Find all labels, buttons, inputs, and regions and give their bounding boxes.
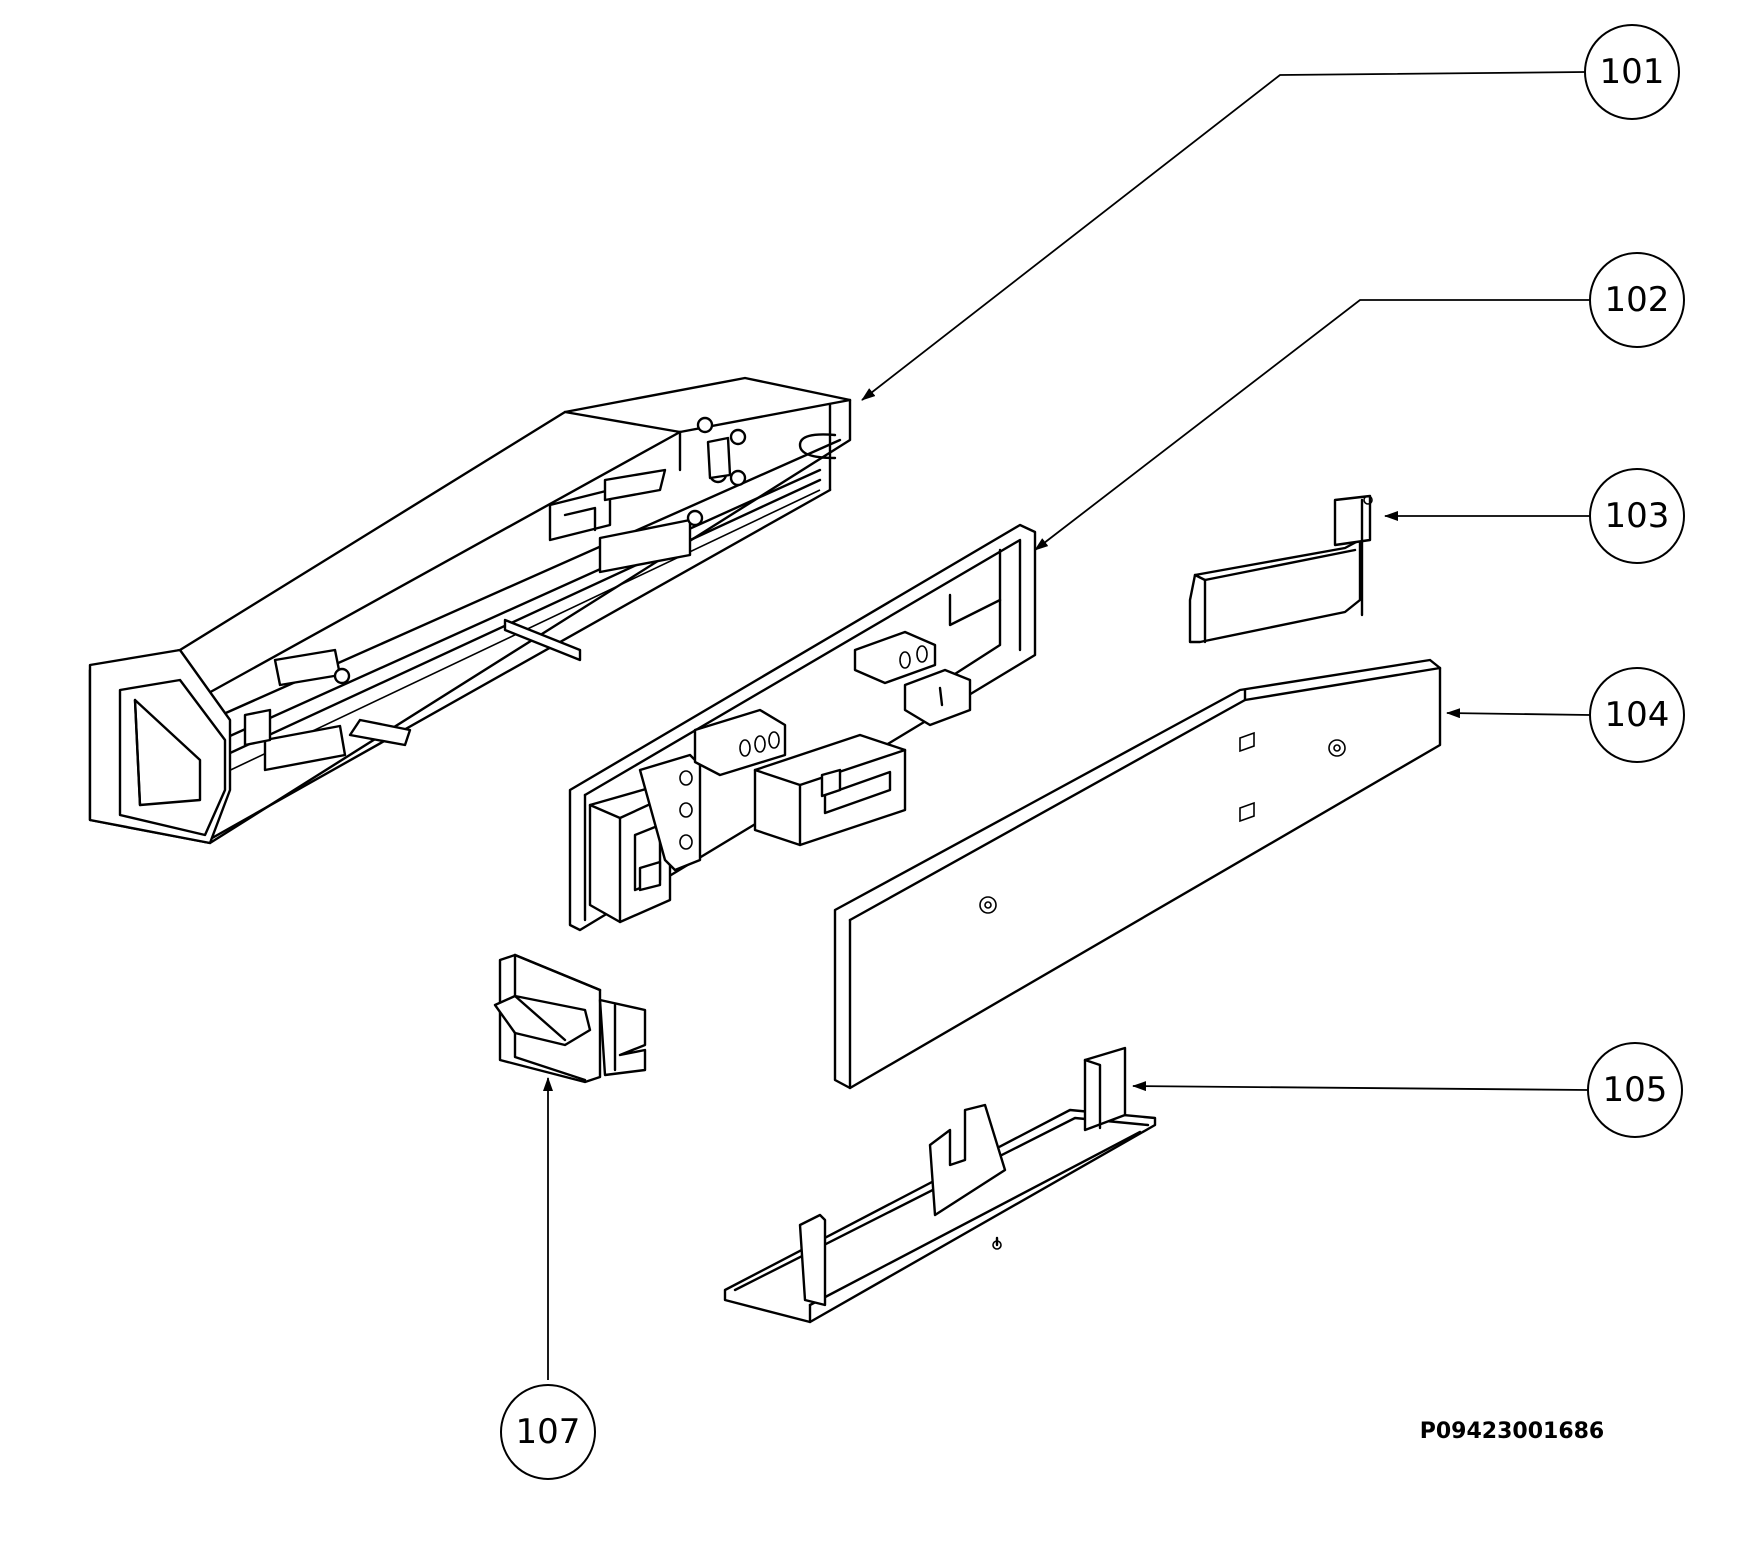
callout-label-107: 107	[516, 1412, 581, 1452]
callout-103: 103	[1589, 468, 1685, 564]
part-102-control-board	[568, 523, 1037, 932]
part-103-bracket	[1188, 494, 1373, 644]
callout-label-105: 105	[1603, 1070, 1668, 1110]
part-101-housing	[88, 376, 852, 845]
leader-lines	[543, 71, 1591, 1380]
callout-label-103: 103	[1605, 496, 1670, 536]
callout-104: 104	[1589, 667, 1685, 763]
callout-102: 102	[1589, 252, 1685, 348]
part-104-cover-panel	[833, 658, 1442, 1090]
callout-101: 101	[1584, 24, 1680, 120]
drawing-reference-number: P09423001686	[1420, 1419, 1605, 1444]
callout-105: 105	[1587, 1042, 1683, 1138]
callout-107: 107	[500, 1384, 596, 1480]
part-105-bottom-rail	[723, 1046, 1157, 1324]
callout-label-101: 101	[1600, 52, 1665, 92]
callout-label-104: 104	[1605, 695, 1670, 735]
part-107-knob	[493, 953, 647, 1084]
callout-label-102: 102	[1605, 280, 1670, 320]
